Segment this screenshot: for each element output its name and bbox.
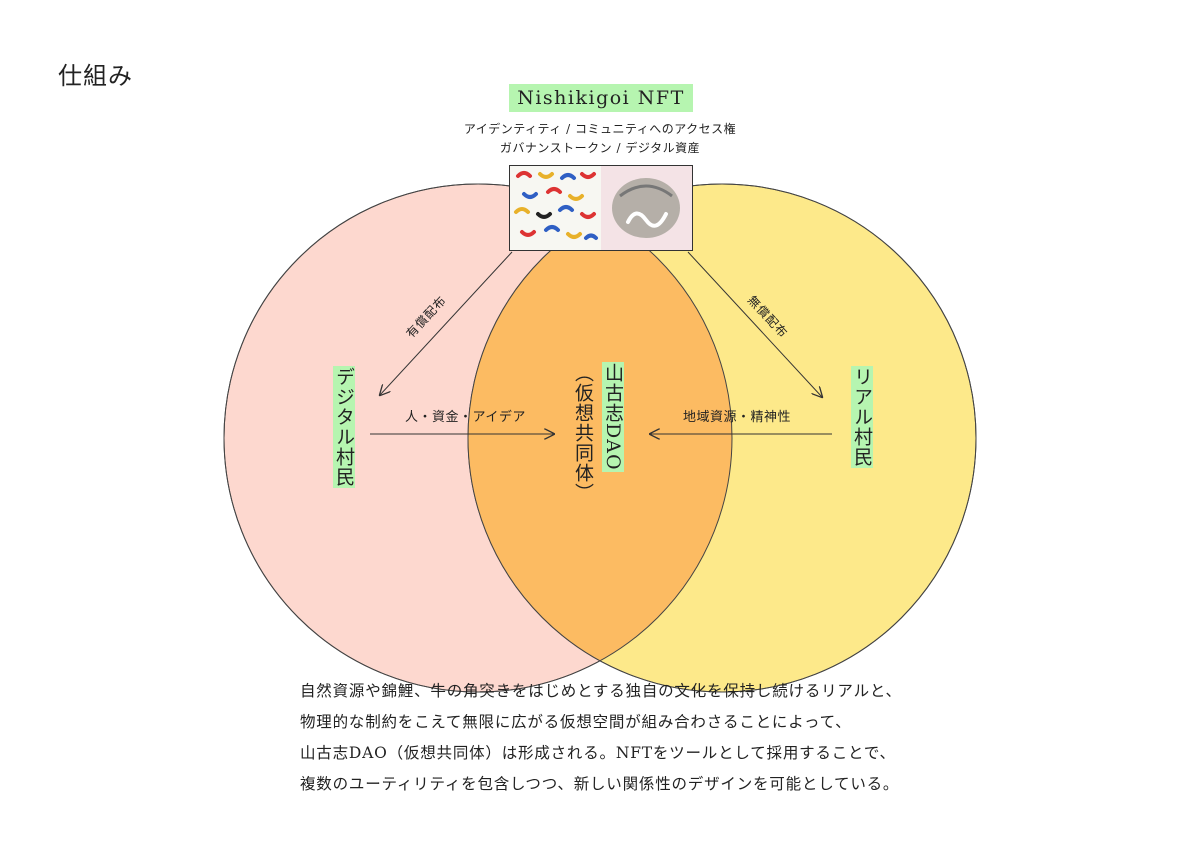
nft-title: Nishikigoi NFT [509,84,693,112]
paragraph-line: 複数のユーティリティを包含しつつ、新しい関係性のデザインを可能としている。 [300,775,900,793]
real-villager-label: リアル村民 [851,366,873,468]
nft-subtitle-line1: アイデンティティ / コミュニティへのアクセス権 [463,122,737,136]
description-paragraph: 自然資源や錦鯉、牛の角突きをはじめとする独自の文化を保持し続けるリアルと、 物理… [300,676,1000,800]
overlap-region [468,184,732,692]
dao-label: 山古志DAO [602,362,624,472]
page-title: 仕組み [58,62,133,90]
digital-to-dao-label: 人・資金・アイデア [405,410,526,425]
digital-villager-label: デジタル村民 [333,366,355,488]
nft-artwork-image [510,166,692,250]
paragraph-line: 物理的な制約をこえて無限に広がる仮想空間が組み合わさることによって、 [300,713,852,731]
free-distribution-arrow [687,251,822,397]
real-to-dao-label: 地域資源・精神性 [683,410,792,425]
paid-distribution-arrow [380,251,513,395]
paragraph-line: 山古志DAO（仮想共同体）は形成される。NFTをツールとして採用することで、 [300,744,896,762]
nft-artwork [509,165,693,251]
nft-subtitle-line2: ガバナンストークン / デジタル資産 [499,141,701,155]
dao-sublabel: （仮想共同体） [572,363,594,503]
paragraph-line: 自然資源や錦鯉、牛の角突きをはじめとする独自の文化を保持し続けるリアルと、 [300,682,902,700]
